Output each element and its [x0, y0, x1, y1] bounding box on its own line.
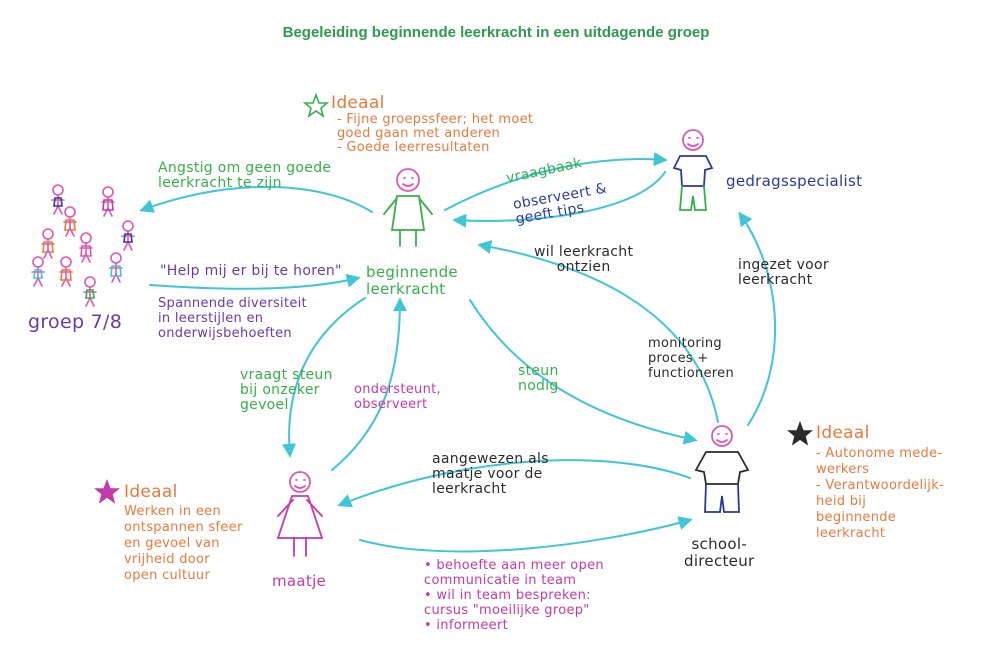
ideal-top-header: Ideaal: [331, 93, 385, 113]
diagram-title: Begeleiding beginnende leerkracht in een…: [282, 24, 710, 41]
edge-label-spannende: Spannende diversiteit in leerstijlen en …: [158, 296, 307, 341]
ideal-right-header: Ideaal: [816, 423, 870, 443]
arrow-groep-to-leerkracht: [149, 273, 361, 290]
edge-label-help: "Help mij er bij te horen": [160, 263, 342, 279]
edge-label-steun: steun nodig: [518, 363, 559, 394]
star-icon-top: [302, 92, 330, 118]
arrow-gedrag-to-leerkracht: [452, 171, 666, 228]
node-label-gedragsspecialist: gedragsspecialist: [726, 172, 863, 190]
ideal-left-text: Werken in een ontspannen sfeer en gevoel…: [124, 504, 243, 583]
arrow-directeur-to-gedrag: [738, 211, 777, 426]
edge-label-vraagt-steun: vraagt steun bij onzeker gevoel: [240, 367, 333, 413]
arrow-maatje-to-directeur: [359, 516, 693, 553]
ideal-right-text: - Autonome mede- werkers - Verantwoordel…: [816, 446, 945, 541]
schooldirecteur-figure: [694, 425, 750, 513]
gedragsspecialist-figure: [672, 129, 714, 211]
star-icon-left: [94, 479, 120, 504]
arrow-leerkracht-to-gedrag: [444, 152, 668, 211]
arrow-directeur-to-maatje: [337, 459, 691, 508]
edge-label-behoefte: • behoefte aan meer open communicatie in…: [424, 558, 604, 633]
node-label-groep: groep 7/8: [28, 311, 123, 333]
arrow-leerkracht-to-directeur: [469, 299, 698, 445]
ideal-top-text: - Fijne groepssfeer; het moet goed gaan …: [337, 112, 534, 155]
arrow-maatje-to-leerkracht: [331, 297, 407, 471]
edge-label-aangewezen: aangewezen als maatje voor de leerkracht: [432, 451, 549, 497]
edge-label-wil-ontzien: wil leerkracht ontzien: [534, 244, 634, 275]
groep-figures: [31, 184, 135, 307]
leerkracht-figure: [383, 168, 433, 247]
node-label-leerkracht: beginnende leerkracht: [366, 263, 458, 298]
arrow-leerkracht-to-maatje: [282, 297, 366, 458]
edge-label-angstig: Angstig om geen goede leerkracht te zijn: [158, 160, 332, 191]
edge-label-monitoring: monitoring proces + functioneren: [648, 336, 734, 381]
star-icon-right: [787, 421, 813, 446]
node-label-schooldirecteur: school- directeur: [684, 535, 755, 570]
arrow-directeur-to-leerkracht: [477, 240, 719, 423]
node-label-maatje: maatje: [272, 572, 327, 590]
maatje-figure: [276, 471, 324, 557]
edge-label-ingezet: ingezet voor leerkracht: [738, 257, 829, 288]
arrow-leerkracht-to-groep: [139, 186, 373, 213]
ideal-left-header: Ideaal: [124, 482, 178, 502]
edge-label-ondersteunt: ondersteunt, observeert: [354, 382, 441, 412]
